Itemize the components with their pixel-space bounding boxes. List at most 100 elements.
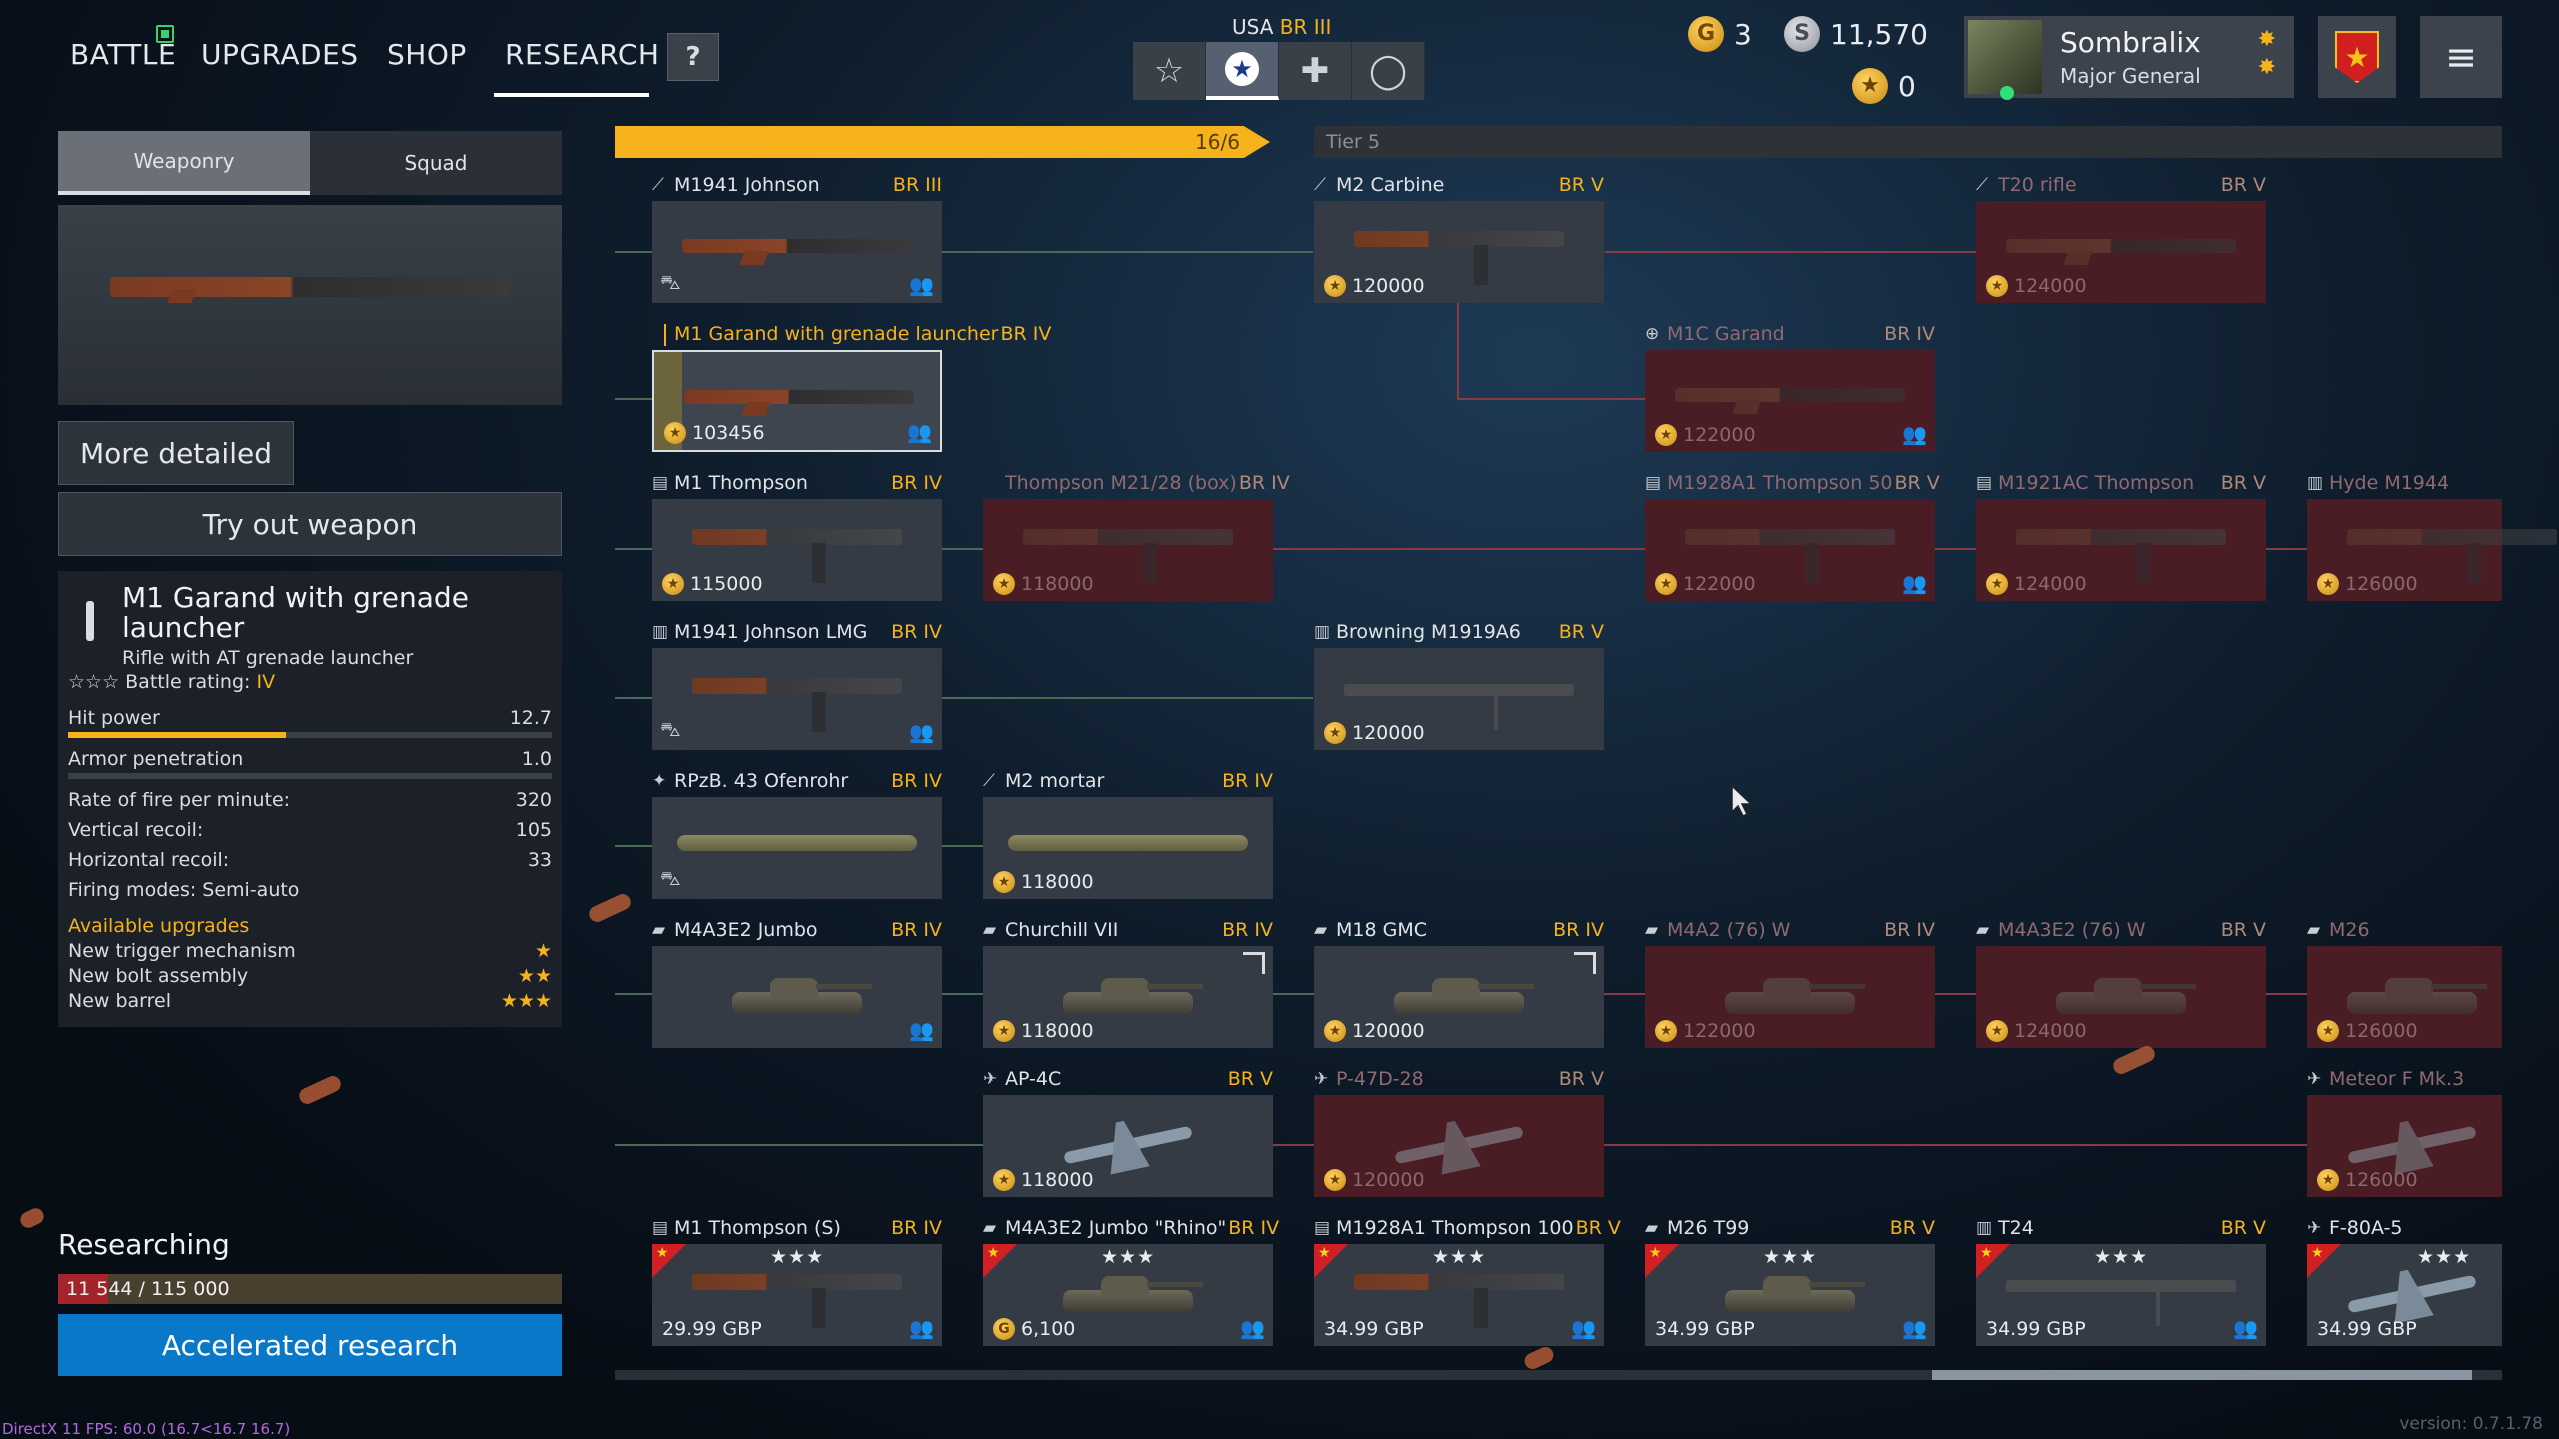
tab-weaponry[interactable]: Weaponry bbox=[58, 131, 310, 195]
tank-icon: ▰ bbox=[1645, 920, 1659, 940]
nav-upgrades[interactable]: UPGRADES bbox=[201, 38, 359, 71]
rank-point-icon: ★ bbox=[1324, 722, 1346, 744]
squad-icon: 👥 bbox=[2233, 1316, 2258, 1340]
smg-icon: ▥ bbox=[2307, 473, 2324, 493]
smg-icon: ▤ bbox=[1645, 473, 1662, 493]
tree-node-meteor-f-mk3[interactable]: ✈Meteor F Mk.3 ★126000 bbox=[2307, 1065, 2502, 1197]
menu-icon[interactable]: ≡ bbox=[2420, 16, 2502, 98]
price: 34.99 GBP bbox=[2317, 1318, 2417, 1340]
smg-image bbox=[692, 529, 902, 583]
rank-point-icon: ★ bbox=[1324, 1020, 1346, 1042]
tank-icon: ▰ bbox=[1314, 920, 1328, 940]
price: ★118000 bbox=[993, 573, 1094, 595]
ember-decoration bbox=[2110, 1043, 2158, 1077]
profile-rank: Major General bbox=[2060, 64, 2201, 88]
ember-decoration bbox=[586, 891, 634, 925]
premium-star-icon: ★ bbox=[1649, 1245, 1662, 1261]
plane-image bbox=[2347, 1264, 2477, 1324]
tree-node-m1-thompson-s[interactable]: ▤M1 Thompson (S)BR IV ★★★★29.99 GBP👥 bbox=[652, 1214, 942, 1346]
accelerated-research-button[interactable]: Accelerated research bbox=[58, 1314, 562, 1376]
premium-star-icon: ★ bbox=[2311, 1245, 2324, 1261]
help-button[interactable]: ? bbox=[667, 33, 719, 81]
rank-point-icon: ★ bbox=[1655, 424, 1677, 446]
premium-star-icon: ★ bbox=[987, 1245, 1000, 1261]
tank-image bbox=[2056, 974, 2196, 1018]
squad-icon: 👥 bbox=[1902, 571, 1927, 595]
rifle-image bbox=[682, 239, 912, 253]
stat-rate-of-fire: Rate of fire per minute:320 bbox=[68, 789, 552, 811]
battle-rating: ☆☆☆ Battle rating: IV bbox=[68, 671, 276, 693]
tank-image bbox=[1063, 974, 1203, 1018]
rank-point-icon: ★ bbox=[993, 1169, 1015, 1191]
more-detailed-button[interactable]: More detailed bbox=[58, 421, 294, 485]
upgrade-item[interactable]: New trigger mechanism★ bbox=[68, 940, 552, 962]
profile-card[interactable]: Sombralix Major General ✸✸ bbox=[1964, 16, 2294, 100]
ussr-roundel-icon[interactable]: ◯ bbox=[1352, 42, 1425, 100]
nav-research[interactable]: RESEARCH bbox=[505, 38, 660, 71]
nav-shop[interactable]: SHOP bbox=[387, 38, 467, 71]
germany-cross-icon[interactable]: ✚ bbox=[1279, 42, 1352, 100]
try-out-weapon-button[interactable]: Try out weapon bbox=[58, 492, 562, 556]
price: ★122000 bbox=[1655, 1020, 1756, 1042]
tree-node-m26[interactable]: ▰M26 ★126000 bbox=[2307, 916, 2502, 1048]
mg-icon: ▥ bbox=[652, 622, 669, 642]
nav-battle[interactable]: BATTLE bbox=[70, 38, 177, 71]
tree-node-f-80a-5[interactable]: ✈F-80A-5 ★★★★34.99 GBP bbox=[2307, 1214, 2502, 1346]
tank-image bbox=[1063, 1272, 1203, 1316]
researching-label: Researching bbox=[58, 1228, 230, 1261]
squad-icon: 👥 bbox=[1902, 422, 1927, 446]
rank-point-icon: ★ bbox=[662, 573, 684, 595]
tree-link bbox=[615, 697, 1313, 699]
price: ★120000 bbox=[1324, 275, 1425, 297]
nav-active-underline bbox=[494, 93, 649, 97]
upgrade-item[interactable]: New barrel★★★ bbox=[68, 990, 552, 1012]
tree-scrollbar[interactable] bbox=[615, 1370, 2502, 1380]
tree-node-hyde-m1944[interactable]: ▥Hyde M1944 ★126000 bbox=[2307, 469, 2557, 601]
rank-point-icon: ★ bbox=[1986, 573, 2008, 595]
rank-point-icon: ★ bbox=[993, 573, 1015, 595]
tab-squad[interactable]: Squad bbox=[310, 131, 562, 195]
smg-image bbox=[1354, 1274, 1564, 1328]
shopping-cart-icon: ⛍ bbox=[660, 270, 681, 294]
upgrade-item[interactable]: New bolt assembly★★ bbox=[68, 965, 552, 987]
tree-node-thompson-m21-28[interactable]: Thompson M21/28 (box)BR IV ★118000 bbox=[983, 469, 1290, 601]
tree-link bbox=[1605, 251, 1977, 253]
favorite-star-icon[interactable]: ☆ bbox=[1133, 42, 1206, 100]
plane-image bbox=[2347, 1115, 2477, 1175]
usa-roundel-icon[interactable]: ★ bbox=[1206, 42, 1279, 100]
ember-decoration bbox=[17, 1205, 47, 1231]
tank-image bbox=[1394, 974, 1534, 1018]
price: ★118000 bbox=[993, 1169, 1094, 1191]
scrollbar-thumb[interactable] bbox=[1932, 1370, 2472, 1380]
rank-point-icon: ★ bbox=[1655, 1020, 1677, 1042]
emblem-button[interactable]: ★ bbox=[2318, 16, 2396, 98]
rifle-image bbox=[1675, 388, 1905, 402]
rank-point-icon: ★ bbox=[1324, 275, 1346, 297]
rifle-image bbox=[110, 277, 510, 297]
